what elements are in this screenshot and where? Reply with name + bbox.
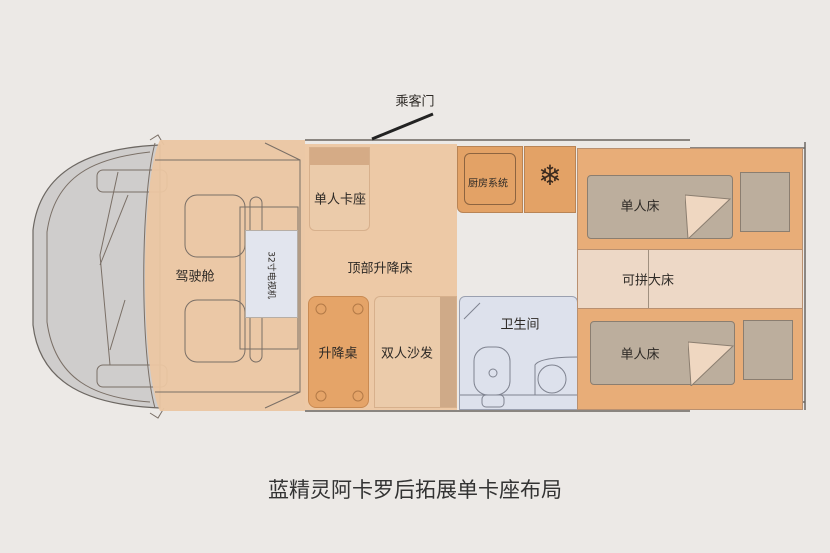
tv: 32寸电视机 — [245, 230, 298, 318]
pillow-top — [740, 172, 790, 232]
seat-backrest — [310, 148, 369, 165]
table-legs — [315, 303, 364, 402]
single-bed-top-label: 单人床 — [620, 199, 660, 215]
blanket-fold-top — [685, 194, 732, 239]
pillow-bottom — [743, 320, 793, 380]
blanket-fold-bottom — [688, 341, 735, 386]
caption: 蓝精灵阿卡罗后拓展单卡座布局 — [268, 478, 562, 502]
single-seat-label: 单人卡座 — [313, 192, 367, 208]
kitchen-label: 厨房系统 — [468, 178, 508, 190]
snowflake-icon: ❄ — [538, 159, 562, 192]
sofa-backrest — [440, 297, 456, 407]
bathroom-label: 卫生间 — [500, 317, 540, 333]
lift-table-label: 升降桌 — [318, 346, 358, 362]
single-bed-bottom-label: 单人床 — [620, 347, 660, 363]
lift-table — [308, 296, 369, 408]
door-label: 乘客门 — [395, 94, 435, 110]
single-seat — [309, 147, 370, 231]
toilet-sink-drawing — [460, 302, 579, 408]
double-sofa — [374, 296, 457, 408]
double-sofa-label: 双人沙发 — [380, 346, 434, 362]
combined-bed — [578, 249, 802, 309]
bed-divider — [648, 250, 649, 308]
kitchen — [457, 146, 523, 213]
sink — [464, 153, 516, 205]
cab-label: 驾驶舱 — [175, 269, 215, 285]
tv-label: 32寸电视机 — [265, 251, 276, 299]
bathroom — [459, 296, 579, 410]
combined-bed-label: 可拼大床 — [621, 273, 675, 289]
fridge: ❄ — [524, 146, 576, 213]
roof-bed-label: 顶部升降床 — [347, 261, 413, 277]
